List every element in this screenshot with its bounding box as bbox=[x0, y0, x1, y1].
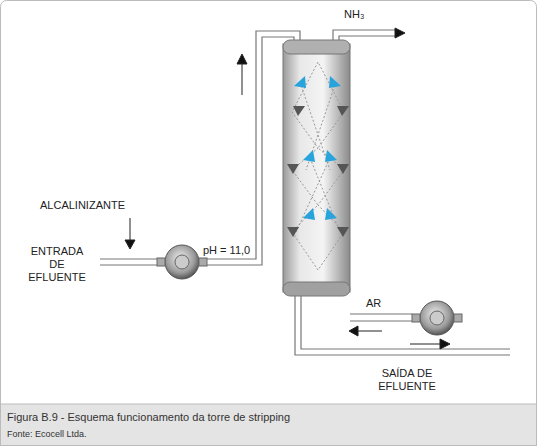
input-label: ALCALINIZANTE bbox=[40, 199, 125, 212]
input-label: ENTRADA DE EFLUENTE bbox=[22, 245, 92, 284]
ph-label: pH = 11,0 bbox=[203, 244, 250, 257]
output-label: SAÍDA DE EFLUENTE bbox=[368, 367, 446, 393]
gas-label: NH₃ bbox=[344, 8, 364, 21]
air-label: AR bbox=[366, 297, 381, 310]
figure-caption: Figura B.9 - Esquema funcionamento da to… bbox=[7, 411, 290, 424]
source-note: Fonte: Ecocell Ltda. bbox=[7, 428, 87, 441]
